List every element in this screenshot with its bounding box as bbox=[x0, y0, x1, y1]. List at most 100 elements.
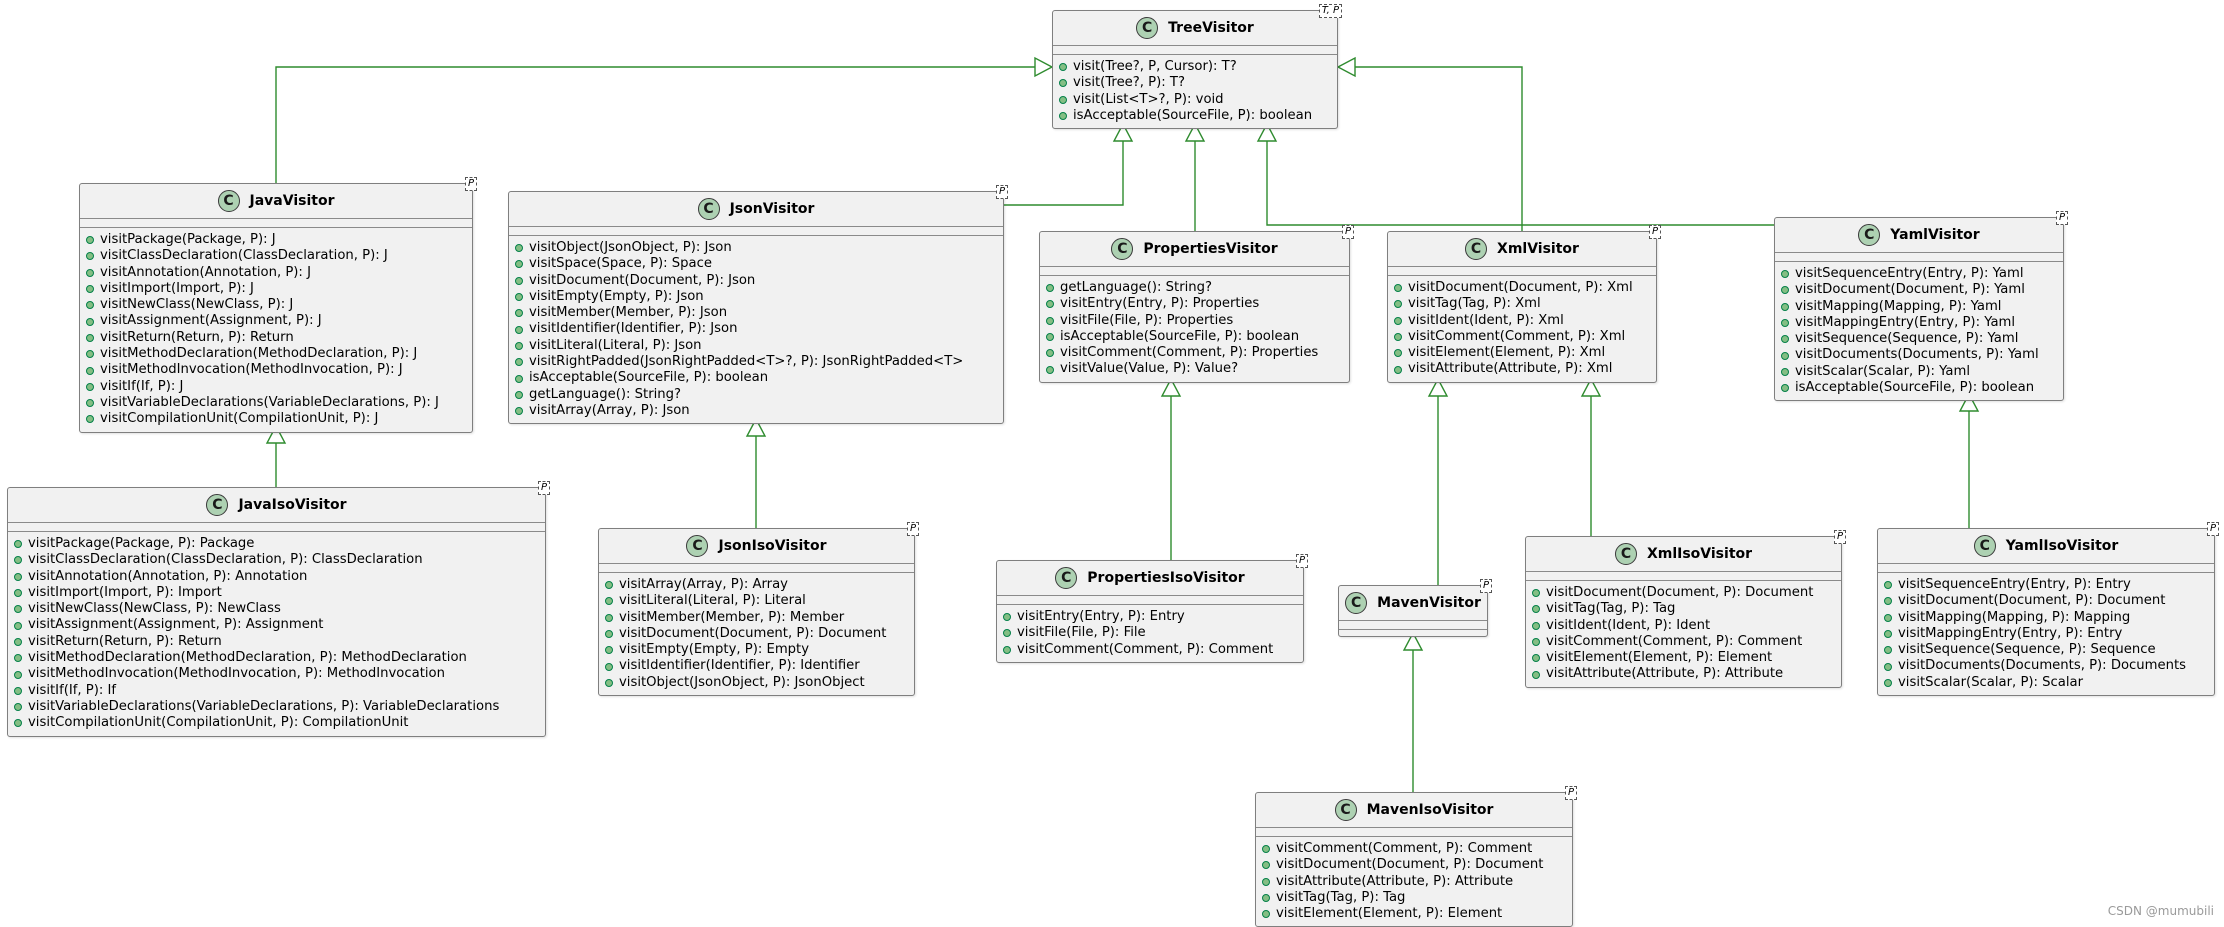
method-row: visitTag(Tag, P): Xml bbox=[1394, 296, 1650, 312]
method-row: visitScalar(Scalar, P): Scalar bbox=[1884, 675, 2208, 691]
public-visibility-icon bbox=[515, 276, 523, 285]
method-signature: visitMethodDeclaration(MethodDeclaration… bbox=[28, 650, 467, 666]
method-row: visitImport(Import, P): Import bbox=[14, 585, 539, 601]
method-signature: isAcceptable(SourceFile, P): boolean bbox=[1795, 380, 2035, 396]
method-signature: visitVariableDeclarations(VariableDeclar… bbox=[28, 698, 500, 714]
public-visibility-icon bbox=[86, 285, 94, 294]
method-row: visitVariableDeclarations(VariableDeclar… bbox=[86, 395, 466, 411]
public-visibility-icon bbox=[1884, 613, 1892, 622]
method-signature: visitEntry(Entry, P): Entry bbox=[1017, 609, 1185, 624]
method-signature: visitDocument(Document, P): Document bbox=[1276, 857, 1544, 873]
method-row: visitPackage(Package, P): Package bbox=[14, 536, 539, 552]
method-signature: visitReturn(Return, P): Return bbox=[100, 329, 294, 345]
method-row: visitAssignment(Assignment, P): Assignme… bbox=[14, 617, 539, 633]
method-row: visitComment(Comment, P): Comment bbox=[1262, 841, 1566, 857]
method-signature: visitTag(Tag, P): Tag bbox=[1276, 889, 1406, 905]
method-signature: visitAssignment(Assignment, P): Assignme… bbox=[28, 617, 324, 633]
class-name: MavenIsoVisitor bbox=[1366, 802, 1494, 818]
method-row: visitSequenceEntry(Entry, P): Yaml bbox=[1781, 266, 2057, 282]
public-visibility-icon bbox=[1532, 605, 1540, 614]
public-visibility-icon bbox=[86, 350, 94, 359]
method-signature: visitTag(Tag, P): Xml bbox=[1408, 296, 1541, 312]
method-row: visitIdentifier(Identifier, P): Identifi… bbox=[605, 658, 908, 674]
type-parameter: P bbox=[1564, 786, 1577, 800]
method-row: visitSequence(Sequence, P): Yaml bbox=[1781, 331, 2057, 347]
class-name: YamlIsoVisitor bbox=[2005, 538, 2119, 554]
public-visibility-icon bbox=[1394, 365, 1402, 374]
public-visibility-icon bbox=[1781, 319, 1789, 328]
class-icon: C bbox=[686, 535, 709, 557]
public-visibility-icon bbox=[1394, 300, 1402, 309]
public-visibility-icon bbox=[1046, 284, 1054, 293]
class-icon: C bbox=[206, 494, 229, 516]
method-signature: visitVariableDeclarations(VariableDeclar… bbox=[100, 394, 439, 410]
method-row: visitEmpty(Empty, P): Empty bbox=[605, 642, 908, 658]
method-row: isAcceptable(SourceFile, P): boolean bbox=[1059, 108, 1331, 124]
method-row: visitDocuments(Documents, P): Yaml bbox=[1781, 347, 2057, 363]
public-visibility-icon bbox=[86, 382, 94, 391]
method-signature: visitComment(Comment, P): Properties bbox=[1060, 345, 1319, 361]
method-signature: visitClassDeclaration(ClassDeclaration, … bbox=[28, 552, 423, 568]
method-signature: visitMappingEntry(Entry, P): Entry bbox=[1898, 625, 2123, 641]
public-visibility-icon bbox=[1532, 670, 1540, 679]
method-signature: visitNewClass(NewClass, P): NewClass bbox=[28, 601, 281, 617]
public-visibility-icon bbox=[86, 301, 94, 310]
method-row: visitAttribute(Attribute, P): Attribute bbox=[1532, 666, 1835, 682]
method-row: visitEmpty(Empty, P): Json bbox=[515, 289, 997, 305]
public-visibility-icon bbox=[1046, 333, 1054, 342]
method-signature: visit(Tree?, P): T? bbox=[1073, 75, 1185, 91]
method-signature: visitSpace(Space, P): Space bbox=[529, 256, 712, 272]
method-signature: visitAnnotation(Annotation, P): J bbox=[100, 264, 311, 280]
inheritance-arrowhead bbox=[1336, 56, 1356, 78]
public-visibility-icon bbox=[1884, 630, 1892, 639]
public-visibility-icon bbox=[1781, 367, 1789, 376]
method-row: visitObject(JsonObject, P): Json bbox=[515, 240, 997, 256]
method-signature: visitCompilationUnit(CompilationUnit, P)… bbox=[100, 411, 379, 427]
public-visibility-icon bbox=[1046, 300, 1054, 309]
method-row: visitSpace(Space, P): Space bbox=[515, 256, 997, 272]
public-visibility-icon bbox=[1059, 112, 1067, 121]
method-signature: visitComment(Comment, P): Xml bbox=[1408, 328, 1626, 344]
public-visibility-icon bbox=[14, 589, 22, 598]
public-visibility-icon bbox=[14, 540, 22, 549]
public-visibility-icon bbox=[515, 407, 523, 416]
public-visibility-icon bbox=[605, 597, 613, 606]
public-visibility-icon bbox=[14, 637, 22, 646]
method-row: visitMapping(Mapping, P): Mapping bbox=[1884, 610, 2208, 626]
class-icon: C bbox=[217, 190, 240, 212]
class-icon: C bbox=[1973, 535, 1996, 557]
public-visibility-icon bbox=[1532, 589, 1540, 598]
method-row: visitNewClass(NewClass, P): J bbox=[86, 297, 466, 313]
watermark: CSDN @mumubili bbox=[2107, 904, 2214, 918]
method-signature: visitIdentifier(Identifier, P): Identifi… bbox=[619, 658, 860, 674]
method-row: visitEntry(Entry, P): Entry bbox=[1003, 609, 1297, 625]
method-signature: isAcceptable(SourceFile, P): boolean bbox=[529, 370, 769, 386]
method-row: visitRightPadded(JsonRightPadded<T>?, P)… bbox=[515, 354, 997, 370]
method-row: visitAttribute(Attribute, P): Attribute bbox=[1262, 874, 1566, 890]
public-visibility-icon bbox=[605, 678, 613, 687]
inheritance-line bbox=[1004, 141, 1124, 206]
public-visibility-icon bbox=[14, 572, 22, 581]
inheritance-arrowhead bbox=[1427, 377, 1449, 397]
method-signature: visitElement(Element, P): Element bbox=[1276, 906, 1503, 922]
public-visibility-icon bbox=[14, 703, 22, 712]
public-visibility-icon bbox=[14, 719, 22, 728]
type-parameter: P bbox=[1479, 579, 1492, 593]
method-row: visitLiteral(Literal, P): Json bbox=[515, 338, 997, 354]
public-visibility-icon bbox=[86, 399, 94, 408]
public-visibility-icon bbox=[1046, 349, 1054, 358]
method-signature: visitMember(Member, P): Member bbox=[619, 609, 845, 625]
class-icon: C bbox=[1055, 567, 1078, 589]
public-visibility-icon bbox=[605, 630, 613, 639]
public-visibility-icon bbox=[515, 260, 523, 269]
public-visibility-icon bbox=[1046, 365, 1054, 374]
method-row: visitCompilationUnit(CompilationUnit, P)… bbox=[86, 411, 466, 427]
inheritance-arrowhead bbox=[1958, 392, 1980, 412]
public-visibility-icon bbox=[1003, 645, 1011, 654]
method-row: visitComment(Comment, P): Comment bbox=[1532, 634, 1835, 650]
method-signature: visitMethodDeclaration(MethodDeclaration… bbox=[100, 346, 418, 362]
method-row: visitObject(JsonObject, P): JsonObject bbox=[605, 675, 908, 691]
